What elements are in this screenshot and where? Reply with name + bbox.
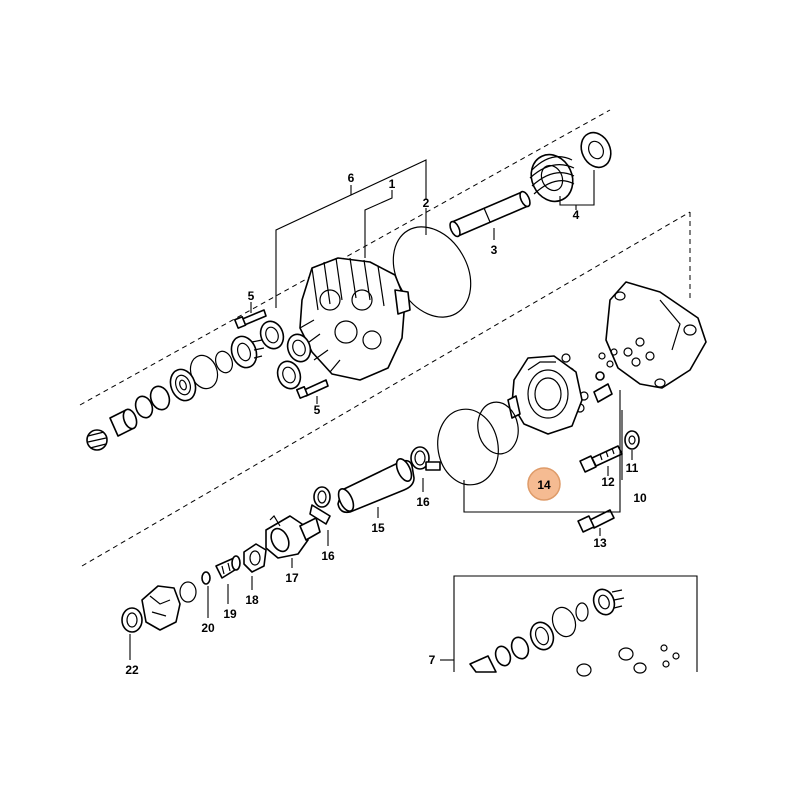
hose-clamp-lower [309,486,331,525]
snap-ring [201,571,211,585]
finned-pump-housing [299,257,411,381]
callout-15: 15 [371,521,385,535]
ring-b [134,395,154,419]
o-ring-large [392,226,472,318]
callout-5-upper: 5 [248,289,255,303]
callout-22: 22 [125,663,139,677]
small-o-ring-3 [610,348,618,356]
sleeve-inset [469,655,497,673]
screw-12 [579,445,623,473]
inset-frame [453,575,698,672]
section-line [81,211,691,567]
seal-pack-inset [529,621,555,651]
coupling-seal [121,607,143,633]
bracket-4 [559,170,595,206]
callout-1: 1 [389,177,396,191]
sleeve-upper [109,408,138,437]
callout-18: 18 [245,593,259,607]
quick-coupling [141,585,181,631]
washer-upper [214,350,234,374]
o-ring-inset [551,606,577,638]
screw-upper [233,309,267,329]
shaft [449,190,531,238]
spring-washer [580,131,612,169]
small-o-ring-4 [561,353,571,363]
callout-14-highlight[interactable] [527,467,561,501]
spring-large [529,153,575,203]
callout-16-upper: 16 [416,495,430,509]
dot-inset-2 [672,652,680,660]
axis-line-upper [79,109,611,406]
callout-11: 11 [626,461,639,475]
hose-clamp-upper [410,446,441,471]
callout-6: 6 [348,171,355,185]
small-o-ring-1 [598,352,606,360]
hose-fitting [265,515,321,559]
washer-inset [575,602,589,622]
ring-inset-b [494,645,512,667]
callout-17: 17 [285,571,299,585]
ring-inset-c [576,663,592,677]
bearing-inset [592,588,625,616]
ring-a [149,385,171,411]
callout-3: 3 [491,243,498,257]
screw-lower [295,379,329,399]
ring-inset-d [618,647,634,661]
callout-14[interactable]: 14 [537,478,551,492]
spring-upper [86,429,108,451]
nozzle [215,555,241,579]
callout-7: 7 [429,653,436,667]
callout-4: 4 [573,208,580,222]
callout-20: 20 [201,621,215,635]
o-ring-coupling [179,581,197,603]
bearing-upper [230,335,265,369]
callout-2: 2 [423,196,430,210]
dot-inset-3 [662,660,670,668]
pump-head [605,281,707,389]
seal-ring-c [276,360,302,390]
inset-parts [469,588,680,677]
seal-ring-b [286,333,312,363]
callout-16-lower: 16 [321,549,335,563]
callout-5-lower: 5 [314,403,321,417]
callout-12: 12 [601,475,615,489]
dot-inset-1 [660,644,668,652]
o-ring-housing-small [477,401,519,455]
seal-ring-a [259,320,285,350]
ring-inset-a [510,636,530,660]
callout-19: 19 [223,607,237,621]
bracket-14 [463,390,621,513]
screw-13 [577,509,615,533]
callout-13: 13 [593,536,607,550]
pump-cover-housing [507,355,583,435]
washer-11 [624,430,640,450]
o-ring-housing-large [437,408,499,486]
hex-nut [243,543,267,573]
hose [337,458,415,514]
small-o-ring-2 [606,360,614,368]
ring-inset-e [633,662,647,674]
bracket-1 [364,190,393,258]
valve-insert [593,371,613,403]
seal-pack-upper [169,368,197,402]
callout-10: 10 [633,491,647,505]
